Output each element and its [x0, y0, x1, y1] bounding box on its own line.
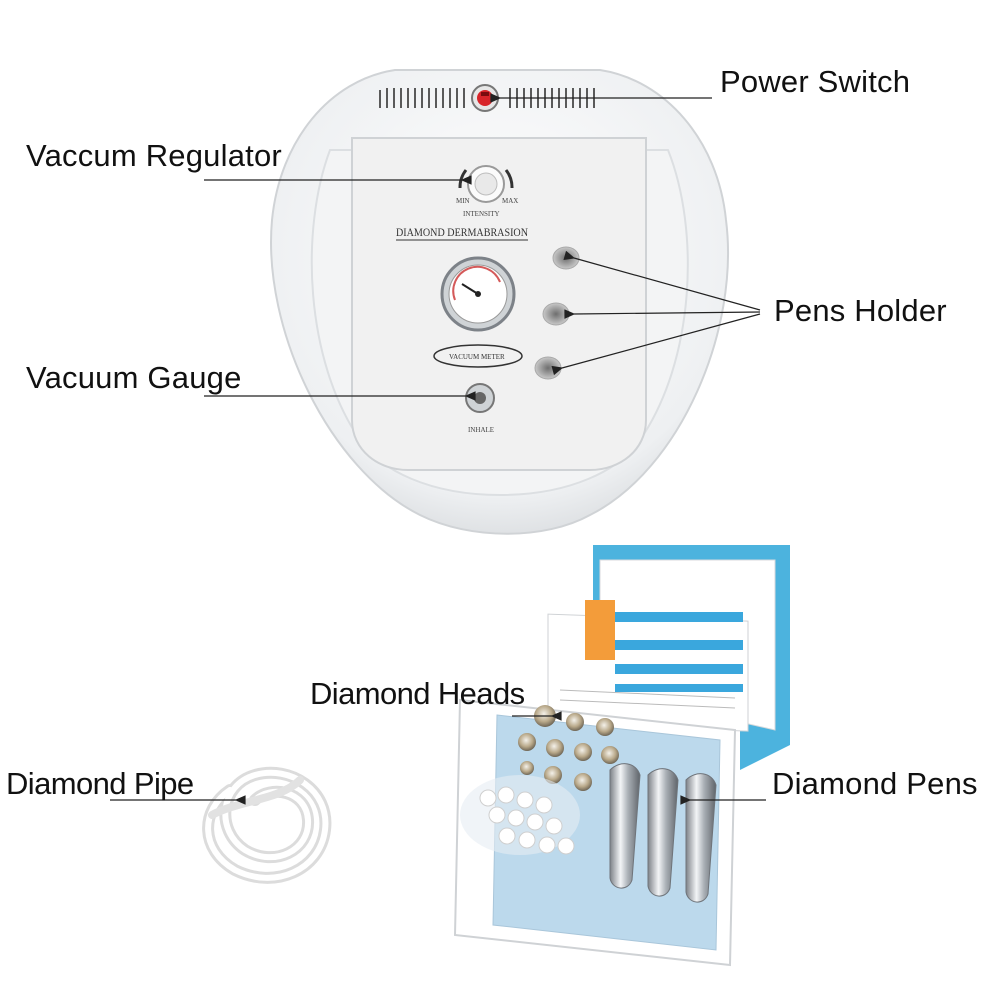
callout-lines — [110, 93, 766, 805]
vacuum-gauge-icon — [440, 256, 516, 332]
device-min-label: MIN — [456, 197, 470, 205]
vacuum-gauge-label: Vacuum Gauge — [26, 360, 242, 395]
vacuum-regulator-label: Vaccum Regulator — [26, 138, 282, 173]
device-max-label: MAX — [502, 197, 518, 205]
diamond-pens-set — [609, 763, 717, 903]
inhale-port-icon — [465, 383, 495, 413]
cotton-filters — [460, 775, 580, 855]
device-title: DIAMOND DERMABRASION — [396, 225, 528, 239]
accessory-kit-box — [453, 545, 790, 967]
dermabrasion-device: MIN MAX INTENSITY DIAMOND DERMABRASION V… — [270, 69, 730, 535]
device-vacuum-meter-label: VACUUM METER — [449, 353, 505, 361]
device-inhale-label: INHALE — [468, 426, 494, 434]
device-intensity-label: INTENSITY — [463, 210, 500, 218]
power-switch-icon — [471, 84, 499, 112]
diamond-pipe-label: Diamond Pipe — [6, 766, 194, 801]
instruction-card — [547, 600, 749, 732]
diamond-heads-label: Diamond Heads — [310, 676, 525, 711]
pens-holder-label: Pens Holder — [774, 293, 947, 328]
diamond-pens-label: Diamond Pens — [772, 766, 978, 801]
diamond-pipe-image — [202, 766, 332, 884]
power-switch-label: Power Switch — [720, 64, 911, 99]
vacuum-meter-badge — [433, 344, 523, 368]
